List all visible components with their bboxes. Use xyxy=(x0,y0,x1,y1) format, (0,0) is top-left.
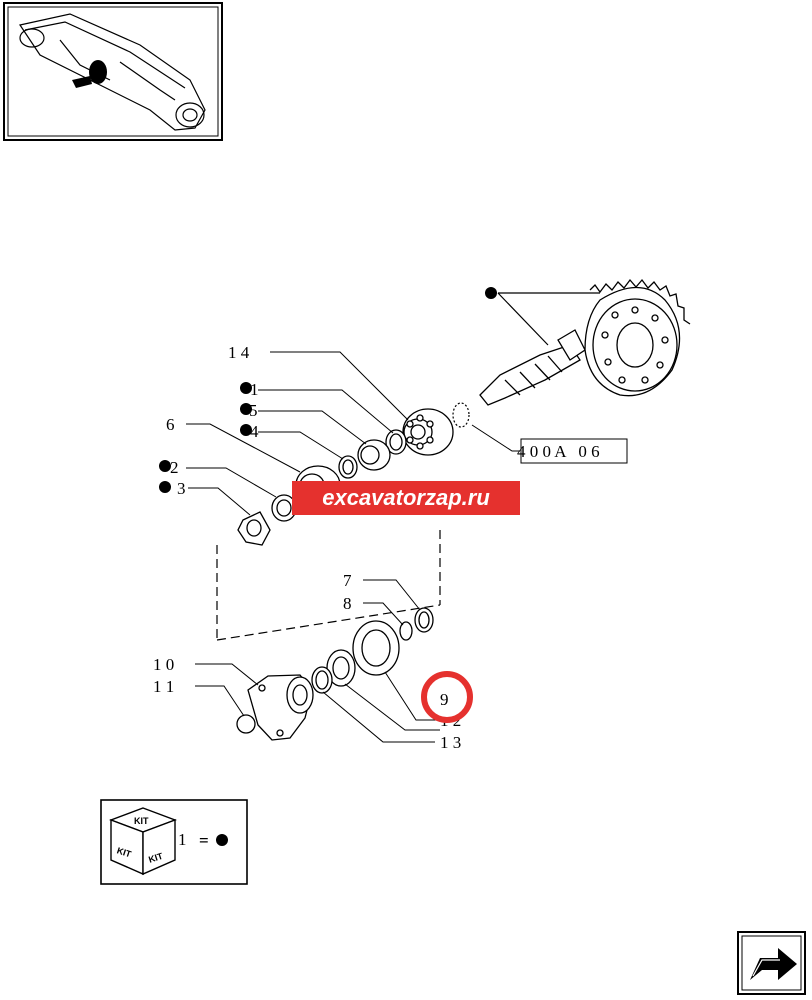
kit-legend-equals: = xyxy=(199,831,209,850)
next-page-arrow-icon[interactable] xyxy=(737,931,806,995)
callout-14: 1 4 xyxy=(228,343,250,362)
bevel-gear-pinion-icon xyxy=(479,278,691,406)
flange-10 xyxy=(247,674,314,741)
callout-10: 1 0 xyxy=(153,655,174,674)
kit-marker-dot xyxy=(485,287,497,299)
callout-6: 6 xyxy=(166,415,175,434)
highlight-circle xyxy=(421,671,473,723)
kit-legend-number: 1 xyxy=(178,830,187,849)
callout-13: 1 3 xyxy=(440,733,461,752)
kit-legend: KIT KIT KIT 1 = xyxy=(100,799,248,885)
callout-4: 4 xyxy=(250,422,259,441)
kit-top-label: KIT xyxy=(134,816,149,826)
watermark-text: excavatorzap.ru xyxy=(322,485,490,510)
kit-left-label: KIT xyxy=(116,845,133,859)
callout-7: 7 xyxy=(343,571,352,590)
callout-1: 1 xyxy=(250,380,259,399)
callout-9: 9 xyxy=(440,690,449,709)
callout-11: 1 1 xyxy=(153,677,174,696)
callout-3: 3 xyxy=(177,479,186,498)
seal-9 xyxy=(352,620,400,676)
callout-5: 5 xyxy=(249,401,258,420)
axle-thumbnail-icon[interactable] xyxy=(3,2,223,141)
kit-box-icon xyxy=(109,807,177,876)
callout-2: 2 xyxy=(170,458,179,477)
kit-right-label: KIT xyxy=(147,851,164,865)
bearing-14 xyxy=(402,408,454,456)
ring-8 xyxy=(399,621,413,641)
watermark-banner: excavatorzap.ru xyxy=(292,481,520,515)
callout-8: 8 xyxy=(343,594,352,613)
reference-label[interactable]: 4 0 0 A 0 6 xyxy=(517,442,600,461)
oring-11 xyxy=(236,714,256,734)
reference-box[interactable] xyxy=(520,438,628,464)
